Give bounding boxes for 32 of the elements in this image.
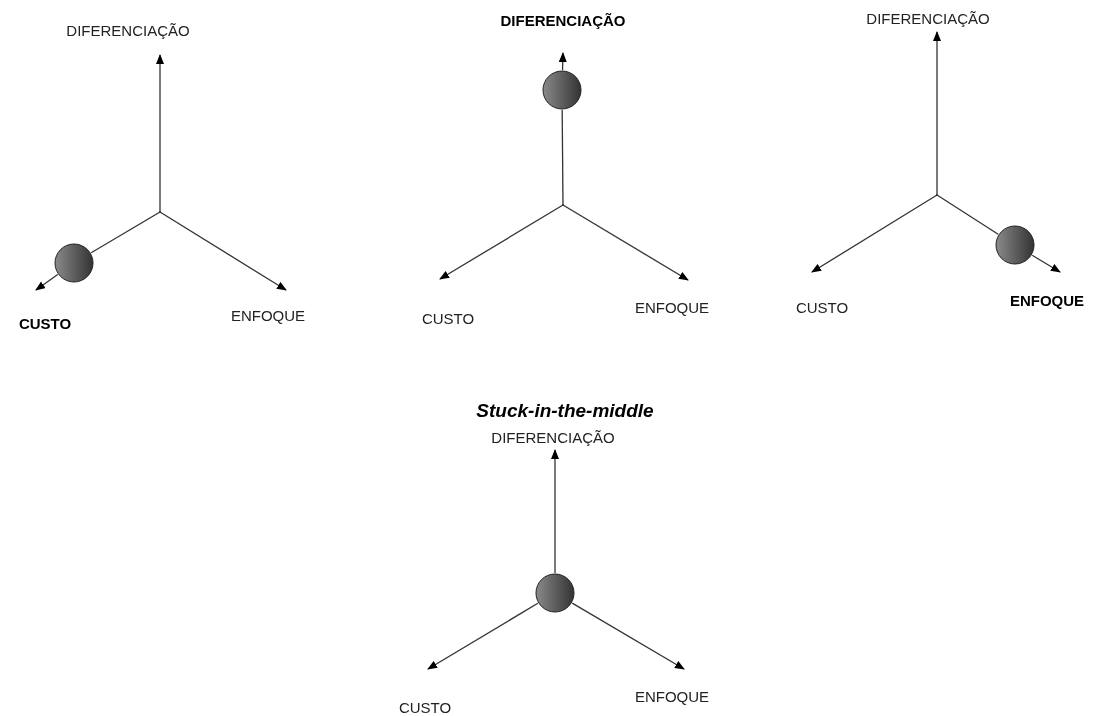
axis-origin [936, 194, 938, 196]
axis-label: CUSTO [795, 298, 849, 316]
axis-label: DIFERENCIAÇÃO [66, 21, 190, 39]
marker-ball [54, 243, 94, 283]
axis-arrow [558, 52, 567, 71]
axis-arrow [35, 273, 59, 291]
axis-arrow [439, 204, 564, 280]
axis-origin [159, 211, 161, 213]
axis-label: ENFOQUE [634, 298, 710, 316]
axis-label: DIFERENCIAÇÃO [491, 428, 615, 446]
axis-arrow [571, 602, 685, 670]
axis-label: DIFERENCIAÇÃO [866, 9, 990, 27]
axis-arrow [427, 602, 539, 670]
axis-label: ENFOQUE [1009, 291, 1085, 309]
axis-label: CUSTO [398, 698, 452, 716]
panel-heading: Stuck-in-the-middle [476, 400, 654, 422]
axis-arrow [551, 449, 559, 574]
axis-label: CUSTO [421, 309, 475, 327]
axis-arrow [1031, 254, 1061, 273]
axis-origin [562, 204, 564, 206]
axis-label: ENFOQUE [230, 306, 306, 324]
axis-label: DIFERENCIAÇÃO [500, 11, 626, 29]
axis-label: ENFOQUE [634, 687, 710, 705]
marker-ball [535, 573, 575, 613]
axis-label: CUSTO [18, 314, 72, 332]
axis-arrow [156, 54, 164, 213]
marker-ball [995, 225, 1035, 265]
marker-ball [542, 70, 582, 110]
axis-arrow [159, 211, 287, 291]
axis-arrow [811, 194, 938, 273]
axis-arrow [562, 204, 689, 281]
axis-arrow [933, 31, 941, 196]
